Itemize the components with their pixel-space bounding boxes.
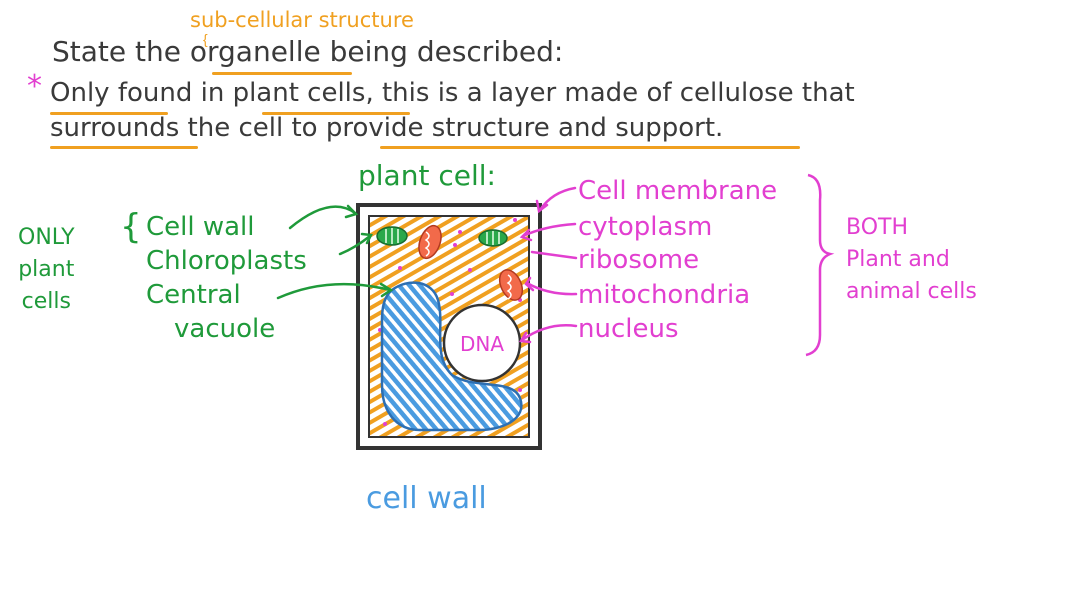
question-line-1: State the organelle being described: [52,35,564,68]
keyword-organelle: organelle [189,35,321,68]
label-cell-wall: Cell wall [146,212,255,242]
mitochondrion-bottom [498,269,524,301]
label-cell-membrane: Cell membrane [578,176,778,206]
underline-structure-support [380,146,800,149]
label-vacuole: vacuole [174,314,276,344]
question-line-3: surrounds the cell to provide structure … [50,113,724,143]
label-chloroplasts: Chloroplasts [146,246,307,276]
nucleus [442,303,522,383]
question-line-2: Only found in plant cells, this is a lay… [50,78,855,108]
only-plant-group-label: ONLY plant cells [18,225,75,314]
asterisk-icon: * [27,69,42,104]
sub-cellular-annotation: sub-cellular structure [190,8,414,32]
only-plant-brace-icon: { [120,207,142,247]
underline-organelle [212,72,352,75]
underline-only [50,112,168,115]
underline-plant-cells [262,112,410,115]
underline-surrounds [50,146,198,149]
label-nucleus: nucleus [578,314,679,344]
label-mitochondria: mitochondria [578,280,751,310]
both-brace-icon [805,173,835,357]
mitochondrion-top [418,224,442,260]
plant-only-arrows [276,204,394,300]
nucleus-dna-label: DNA [460,332,504,356]
diagram-title: plant cell: [358,159,496,192]
chloroplast-right [478,229,508,247]
both-arrows [518,186,578,344]
central-vacuole [380,281,523,432]
label-central: Central [146,280,241,310]
label-ribosome: ribosome [578,245,700,275]
both-group-label: BOTH Plant and animal cells [846,215,977,304]
label-cytoplasm: cytoplasm [578,212,713,242]
annotation-arrow-icon: { [203,31,208,47]
answer-text: cell wall [366,481,487,516]
chloroplast-left [376,226,408,246]
